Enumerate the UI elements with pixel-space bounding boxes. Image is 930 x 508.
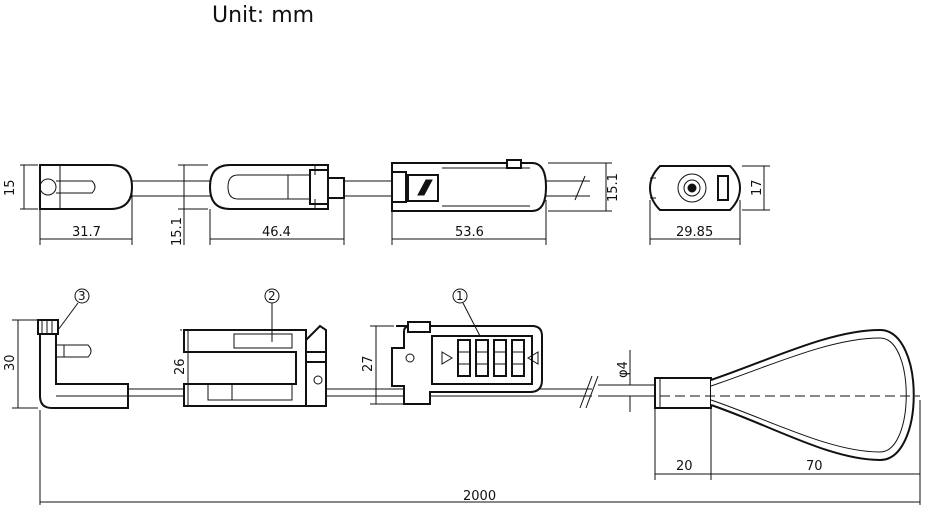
dim-part2-top-width: 46.4 — [262, 225, 291, 240]
end-view — [648, 165, 742, 211]
part3-top-view — [39, 164, 134, 210]
part2-side-view — [183, 324, 340, 407]
dim-end-view-width: 29.85 — [676, 225, 713, 240]
dim-cable-diameter: φ4 — [616, 361, 631, 378]
side-row-dimensions — [12, 319, 921, 505]
dim-loop-length: 70 — [806, 459, 823, 474]
side-view-row: 30 26 27 φ4 20 70 2000 3 2 1 — [3, 288, 921, 505]
top-row-dimensions — [20, 162, 770, 245]
svg-text:3: 3 — [78, 289, 86, 303]
dim-part1-side-height: 27 — [361, 355, 376, 372]
dim-total-length: 2000 — [463, 489, 496, 504]
top-view-row: 15 31.7 15.1 46.4 53.6 15.1 29.85 17 — [3, 159, 770, 246]
callout-1: 1 — [452, 288, 481, 337]
svg-text:2: 2 — [268, 289, 276, 303]
svg-text:1: 1 — [456, 289, 464, 303]
part1-side-view — [391, 321, 543, 405]
callout-3: 3 — [57, 288, 90, 331]
dim-part1-top-height: 15.1 — [606, 173, 621, 202]
dim-end-view-height: 17 — [750, 179, 765, 196]
dim-part3-top-width: 31.7 — [72, 225, 101, 240]
cable-loop — [710, 328, 915, 462]
dim-part3-side-height: 30 — [3, 354, 18, 371]
dim-part2-side-height: 26 — [173, 358, 188, 375]
unit-label: Unit: mm — [212, 3, 314, 28]
dim-part1-top-width: 53.6 — [455, 225, 484, 240]
dim-sleeve-length: 20 — [676, 459, 693, 474]
combination-dials — [457, 339, 525, 377]
cable-sleeve — [654, 377, 712, 409]
dim-part3-top-height: 15 — [3, 179, 18, 196]
dim-part2-top-height: 15.1 — [170, 217, 185, 246]
part3-side-view — [37, 319, 129, 409]
callout-2: 2 — [264, 288, 280, 342]
part2-top-view — [208, 164, 345, 210]
part1-top-view — [391, 159, 586, 212]
